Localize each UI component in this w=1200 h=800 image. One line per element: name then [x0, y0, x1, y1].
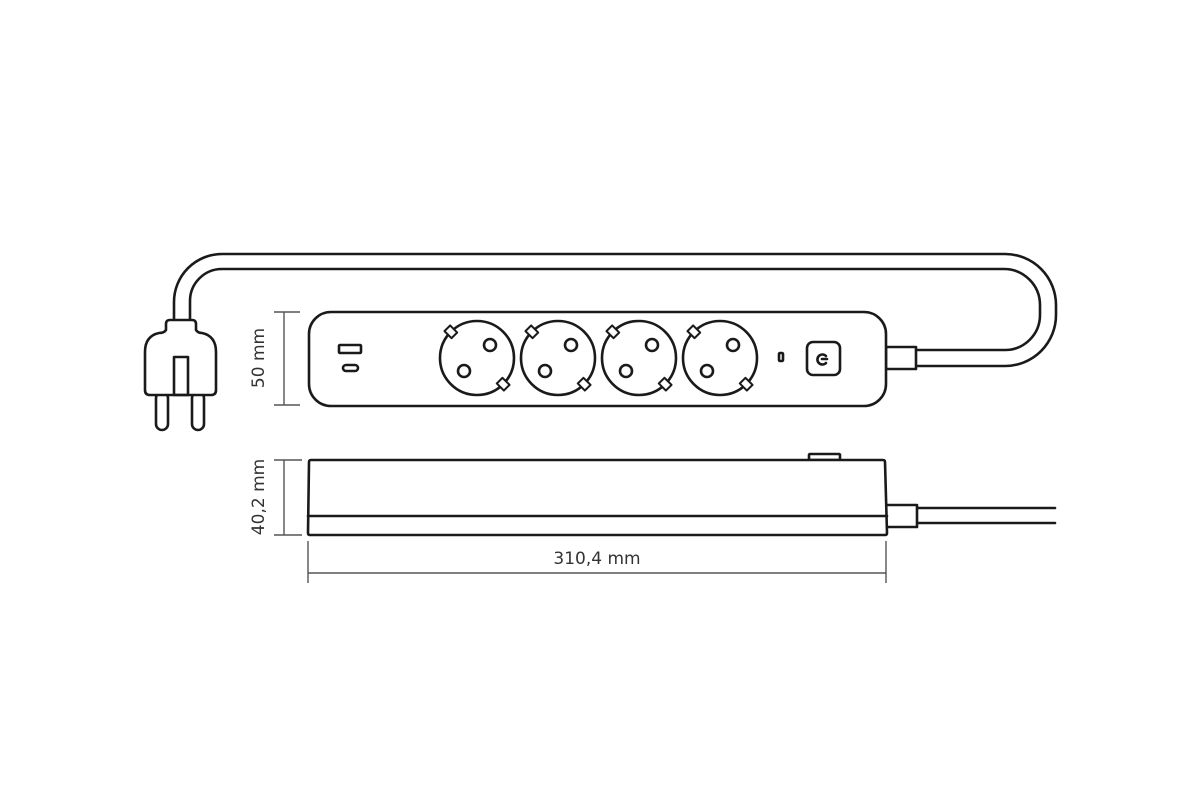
length-label: 310,4 mm	[553, 549, 640, 569]
usb-a-port-icon	[337, 343, 363, 355]
plug-icon	[143, 318, 218, 432]
power-button-icon	[805, 340, 842, 377]
height-label: 40,2 mm	[249, 459, 269, 535]
schuko-socket-icon	[681, 319, 759, 397]
power-cable-top	[172, 252, 1058, 368]
dimension-height: 40,2 mm	[249, 459, 302, 536]
schuko-socket-icon	[600, 319, 678, 397]
dimension-length: 310,4 mm	[307, 541, 887, 583]
schuko-socket-icon	[438, 319, 516, 397]
led-indicator-icon	[777, 351, 785, 363]
schuko-socket-icon	[519, 319, 597, 397]
usb-c-port-icon	[341, 363, 360, 373]
width-label: 50 mm	[249, 328, 269, 388]
dimension-width: 50 mm	[249, 311, 300, 406]
power-strip-top-view	[307, 310, 918, 408]
power-strip-side-view	[306, 452, 1057, 537]
